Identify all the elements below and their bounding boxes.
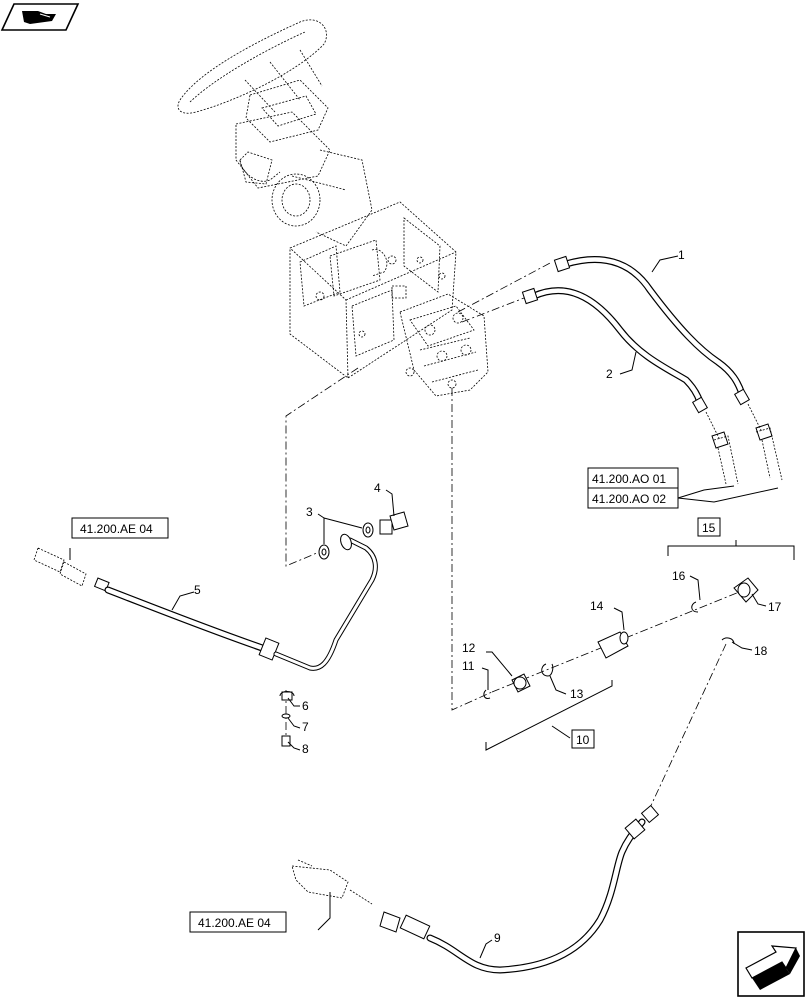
label-10-box: 10	[571, 729, 595, 749]
label-11: 11	[462, 659, 475, 673]
label-16: 16	[672, 569, 686, 583]
book-hand-icon	[0, 3, 80, 31]
ref-ae04-bottom-text: 41.200.AE 04	[198, 916, 271, 930]
ref-ae04-top-text: 41.200.AE 04	[80, 522, 153, 536]
label-15: 15	[702, 521, 716, 535]
label-6: 6	[302, 699, 309, 713]
label-12: 12	[462, 641, 476, 655]
label-1: 1	[678, 248, 685, 262]
ref-ao02-text: 41.200.AO 02	[592, 492, 666, 506]
label-14: 14	[590, 599, 604, 613]
ref-ao01-text: 41.200.AO 01	[592, 472, 666, 486]
ref-ao: 41.200.AO 01 41.200.AO 02	[587, 467, 679, 509]
label-2: 2	[606, 367, 613, 381]
ref-ae04-top: 41.200.AE 04	[71, 517, 169, 539]
parts-6-7-8	[279, 691, 295, 747]
label-8: 8	[302, 742, 309, 756]
label-9: 9	[494, 931, 501, 945]
label-5: 5	[194, 583, 201, 597]
label-18: 18	[754, 644, 768, 658]
leader-lines	[69, 255, 795, 959]
ref-ae04-bottom: 41.200.AE 04	[189, 911, 287, 933]
centerlines	[285, 261, 745, 813]
next-page-arrow-icon[interactable]	[737, 931, 805, 997]
label-10: 10	[576, 733, 590, 747]
hose-1	[553, 255, 783, 481]
hose-9	[291, 804, 660, 974]
part-labels: 1 2 3 4 5 6 7 8 9 12 11 13 14 16 17 18	[194, 248, 782, 945]
label-7: 7	[302, 720, 309, 734]
label-15-box: 15	[697, 517, 721, 537]
label-17: 17	[768, 600, 782, 614]
label-13: 13	[570, 687, 584, 701]
parts-11-to-18	[483, 577, 759, 699]
hose-2	[521, 287, 739, 485]
steering-column-assembly	[177, 19, 489, 397]
hose-5	[33, 533, 378, 671]
label-4: 4	[374, 481, 381, 495]
label-3: 3	[306, 505, 313, 519]
parts-3-4	[318, 511, 409, 560]
